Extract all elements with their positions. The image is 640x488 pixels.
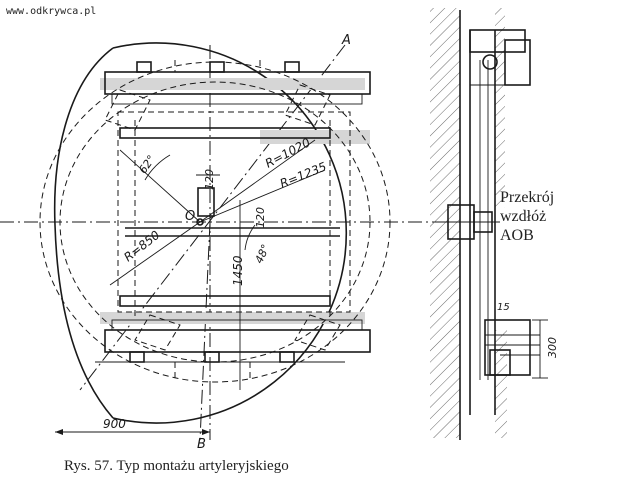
figure-caption: Rys. 57. Typ montażu artyleryjskiego xyxy=(64,458,289,474)
top-mount xyxy=(469,29,526,53)
watermark: www.odkrywca.pl xyxy=(6,6,97,17)
cross-section-view: 300 15 xyxy=(430,8,559,440)
dim-r1235: R=1235 xyxy=(278,159,329,190)
point-a: A xyxy=(341,33,351,48)
dim-15: 15 xyxy=(497,302,510,313)
point-b: B xyxy=(197,437,206,452)
section-label-line1: Przekrój xyxy=(500,189,555,206)
bolt xyxy=(209,61,225,73)
inner-frame xyxy=(117,111,351,313)
front-view: R=1020 R=1235 R=850 120 120 1450 900 62°… xyxy=(0,33,445,452)
wall-hatch xyxy=(430,8,460,438)
dim-120-side: 120 xyxy=(254,207,267,228)
section-line-aob xyxy=(79,44,346,391)
section-label-line3: AOB xyxy=(500,227,534,244)
outer-circle xyxy=(112,42,348,424)
bottom-mount xyxy=(484,319,531,376)
bolt xyxy=(136,61,152,73)
angle-48: 48° xyxy=(252,242,272,265)
dim-r850: R=850 xyxy=(121,228,162,265)
left-casing xyxy=(53,47,114,419)
bolt xyxy=(204,351,220,363)
section-label: Przekrój wzdłóż AOB xyxy=(500,188,554,245)
dim-300: 300 xyxy=(546,337,559,358)
bolt xyxy=(284,61,300,73)
dim-900: 900 xyxy=(103,417,126,431)
dim-120-top: 120 xyxy=(203,169,216,190)
bolt xyxy=(279,351,295,363)
pivot-block xyxy=(197,187,215,217)
bolt xyxy=(129,351,145,363)
point-o: O xyxy=(185,209,195,224)
angle-62: 62° xyxy=(136,153,158,176)
section-label-line2: wzdłóż xyxy=(500,208,547,225)
dim-1450: 1450 xyxy=(231,255,245,286)
